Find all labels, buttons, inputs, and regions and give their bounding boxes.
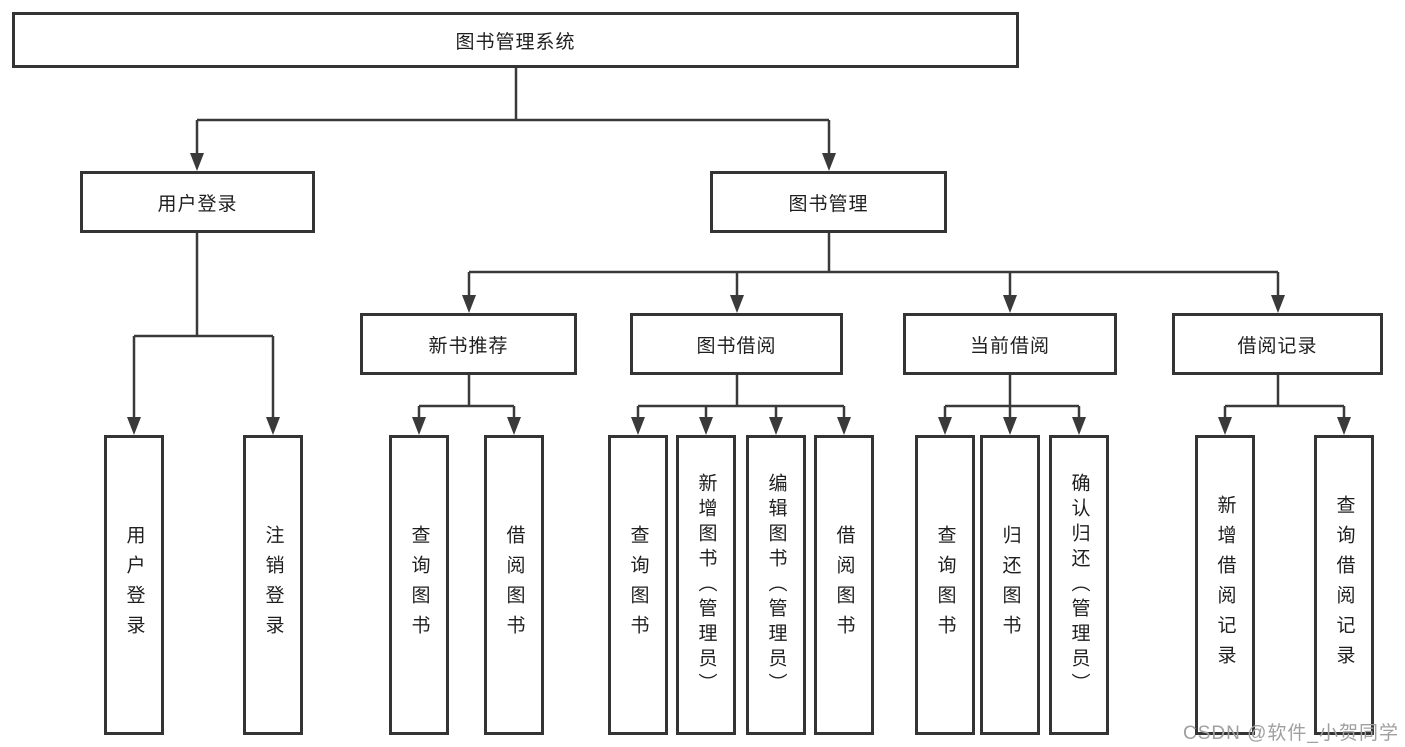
arrow-down <box>1003 295 1017 313</box>
leaf-borrow-books-recommend: 借阅图书 <box>484 435 544 735</box>
connector-borrowing-records <box>1218 375 1351 435</box>
leaf-label: 用户登录 <box>123 525 145 645</box>
leaf-query-books-borrowing: 查询图书 <box>608 435 668 735</box>
leaf-label: 借阅图书 <box>503 525 525 645</box>
leaf-add-books-admin: 新增图书（管理员） <box>676 435 736 735</box>
arrow-down <box>1003 417 1017 435</box>
connector-current-borrowing <box>938 375 1086 435</box>
arrow-down <box>1218 417 1232 435</box>
leaf-edit-books-admin: 编辑图书（管理员） <box>746 435 806 735</box>
arrow-down <box>1072 417 1086 435</box>
connector-new-book-recommendation <box>412 375 521 435</box>
leaf-logout-login: 注销登录 <box>243 435 303 735</box>
arrow-down <box>1271 295 1285 313</box>
arrow-down <box>507 417 521 435</box>
leaf-query-books-current: 查询图书 <box>915 435 975 735</box>
leaf-label: 查询图书 <box>934 525 956 645</box>
leaf-label: 查询图书 <box>627 525 649 645</box>
leaf-label: 新增图书（管理员） <box>695 472 717 698</box>
leaf-label: 归还图书 <box>999 525 1021 645</box>
leaf-label: 新增借阅记录 <box>1214 495 1236 675</box>
arrow-down <box>190 153 204 171</box>
node-label: 图书管理系统 <box>455 31 576 53</box>
node-label: 用户登录 <box>157 193 238 215</box>
arrow-down <box>127 417 141 435</box>
arrow-down <box>699 417 713 435</box>
leaf-borrow-books-borrowing: 借阅图书 <box>814 435 874 735</box>
node-label: 图书管理 <box>788 193 869 215</box>
leaf-return-books: 归还图书 <box>980 435 1040 735</box>
node-label: 当前借阅 <box>969 335 1050 357</box>
arrow-down <box>837 417 851 435</box>
watermark: CSDN @软件_小贺同学 <box>1183 723 1399 744</box>
arrow-down <box>631 417 645 435</box>
arrow-down <box>1337 417 1351 435</box>
node-borrowing-records: 借阅记录 <box>1172 313 1383 375</box>
arrow-down <box>769 417 783 435</box>
leaf-query-books-recommend: 查询图书 <box>389 435 449 735</box>
leaf-add-borrow-record: 新增借阅记录 <box>1195 435 1255 735</box>
node-label: 新书推荐 <box>428 335 509 357</box>
node-new-book-recommendation: 新书推荐 <box>360 313 577 375</box>
node-book-management: 图书管理 <box>710 171 947 233</box>
leaf-label: 注销登录 <box>262 525 284 645</box>
leaf-label: 查询图书 <box>408 525 430 645</box>
node-library-management-system: 图书管理系统 <box>12 12 1019 68</box>
leaf-label: 确认归还（管理员） <box>1068 472 1090 698</box>
leaf-label: 编辑图书（管理员） <box>765 472 787 698</box>
connector-root-to-level2 <box>190 68 836 171</box>
connector-book-borrowing <box>631 375 851 435</box>
arrow-down <box>462 295 476 313</box>
connector-user-login <box>127 233 280 435</box>
node-label: 借阅记录 <box>1237 335 1318 357</box>
node-current-borrowing: 当前借阅 <box>903 313 1117 375</box>
connector-book-management <box>462 233 1285 313</box>
node-user-login: 用户登录 <box>80 171 315 233</box>
arrow-down <box>266 417 280 435</box>
arrow-down <box>412 417 426 435</box>
node-book-borrowing: 图书借阅 <box>630 313 843 375</box>
leaf-user-login: 用户登录 <box>104 435 164 735</box>
leaf-query-borrow-record: 查询借阅记录 <box>1314 435 1374 735</box>
arrow-down <box>938 417 952 435</box>
arrow-down <box>730 295 744 313</box>
leaf-label: 借阅图书 <box>833 525 855 645</box>
leaf-label: 查询借阅记录 <box>1333 495 1355 675</box>
node-label: 图书借阅 <box>696 335 777 357</box>
arrow-down <box>822 153 836 171</box>
leaf-confirm-return-admin: 确认归还（管理员） <box>1049 435 1109 735</box>
